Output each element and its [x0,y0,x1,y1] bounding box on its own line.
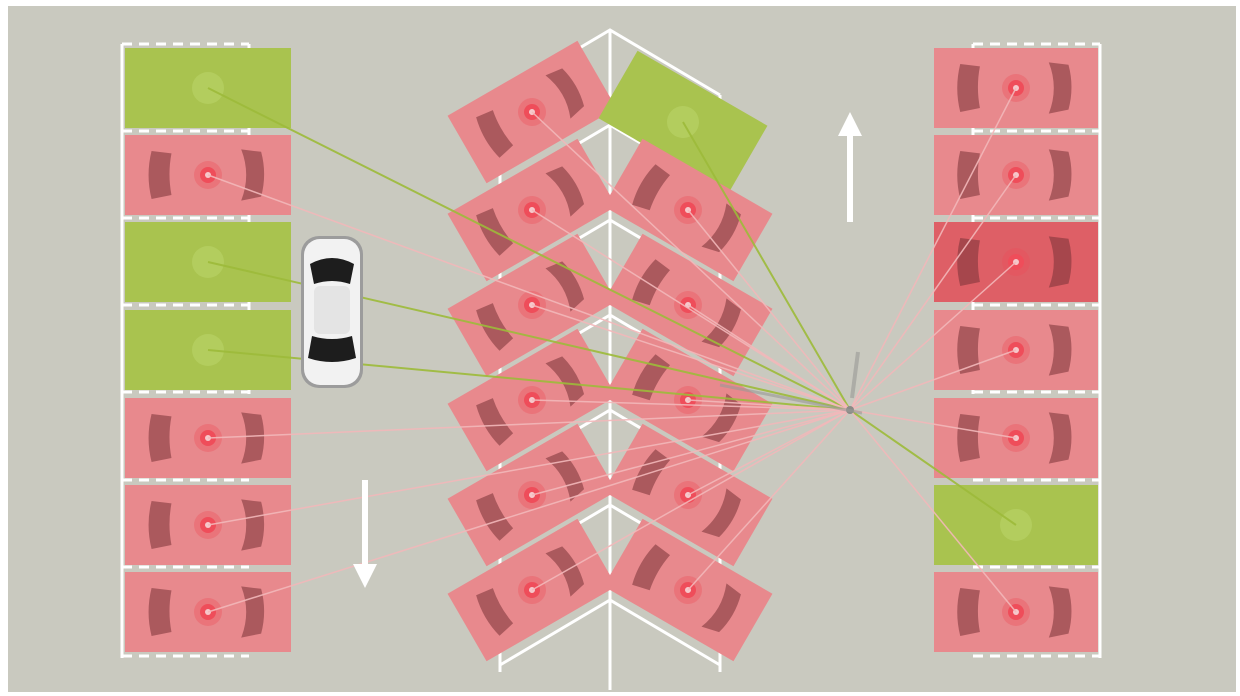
car-seat-icon [701,298,741,348]
car-seat-icon [1048,149,1072,201]
sensor-ray [849,87,1017,411]
car-seat-icon [148,151,172,199]
car-seat-icon [148,414,172,462]
car-rear-window [308,336,356,362]
sensor-ray [207,409,851,526]
car-seat-icon [476,588,514,636]
sensor-ray [207,87,851,411]
car-seat-icon [545,68,585,119]
sensor-ray [207,174,851,411]
right-spot [934,48,1098,128]
car-seat-icon [1048,236,1072,288]
car-roof [314,286,350,334]
sensor-ray [687,304,851,411]
car-seat-icon [1048,62,1072,114]
sensor-ray [849,409,1017,613]
car-seat-icon [632,259,671,306]
up-arrow-icon [838,112,862,222]
sensor-ray [849,409,1017,526]
car-seat-icon [957,326,980,374]
sensor-ray [849,409,1017,439]
car-seat-icon [476,303,514,351]
car-seat-icon [241,149,265,201]
car-seat-icon [241,412,265,464]
sensor-ray [849,174,1017,411]
car-seat-icon [701,488,741,538]
drone-shadow [719,383,863,415]
sensor-ray [687,209,851,411]
car-seat-icon [545,451,585,502]
car-seat-icon [148,588,172,636]
sensor-ray [207,409,851,613]
sensor-ray [531,111,851,411]
drone-shadow [850,351,860,399]
car-seat-icon [632,544,671,591]
car-seat-icon [1048,586,1072,638]
car-seat-icon [1048,324,1072,376]
car-seat-icon [957,238,980,286]
sensor-ray [531,409,851,496]
car-seat-icon [957,151,980,199]
chevron-line [499,598,721,667]
car-windshield [310,258,354,284]
left-spot [125,48,291,128]
car-seat-icon [241,499,265,551]
sensor-ray [531,399,851,411]
down-arrow-icon [353,480,377,588]
car-seat-icon [545,356,585,407]
sensor-ray [687,409,851,591]
arrow-head [838,112,862,136]
left-spot [125,572,291,652]
car-seat-icon [545,261,585,312]
car-seat-icon [957,64,980,112]
arrow-head [353,564,377,588]
sensor-ray [687,399,851,411]
sensor-ray [849,261,1017,411]
car-seat-icon [957,588,980,636]
car-seat-icon [632,164,671,211]
car-seat-icon [701,583,741,633]
sensor-ray [682,121,851,411]
car-seat-icon [148,501,172,549]
car-seat-icon [476,398,514,446]
car-seat-icon [1048,412,1072,464]
sensor-ray [531,409,851,591]
sensor-ray [207,409,851,439]
car-seat-icon [476,110,514,158]
left-spot [125,398,291,478]
car-seat-icon [545,166,585,217]
sensor-ray [531,304,851,411]
car-seat-icon [957,414,980,462]
car-icon [301,236,363,388]
sensor-rays [207,87,1017,613]
car-seat-icon [476,493,514,541]
sensor-ray [531,209,851,411]
sensor-ray [849,349,1017,411]
sensor-ray [687,409,851,496]
